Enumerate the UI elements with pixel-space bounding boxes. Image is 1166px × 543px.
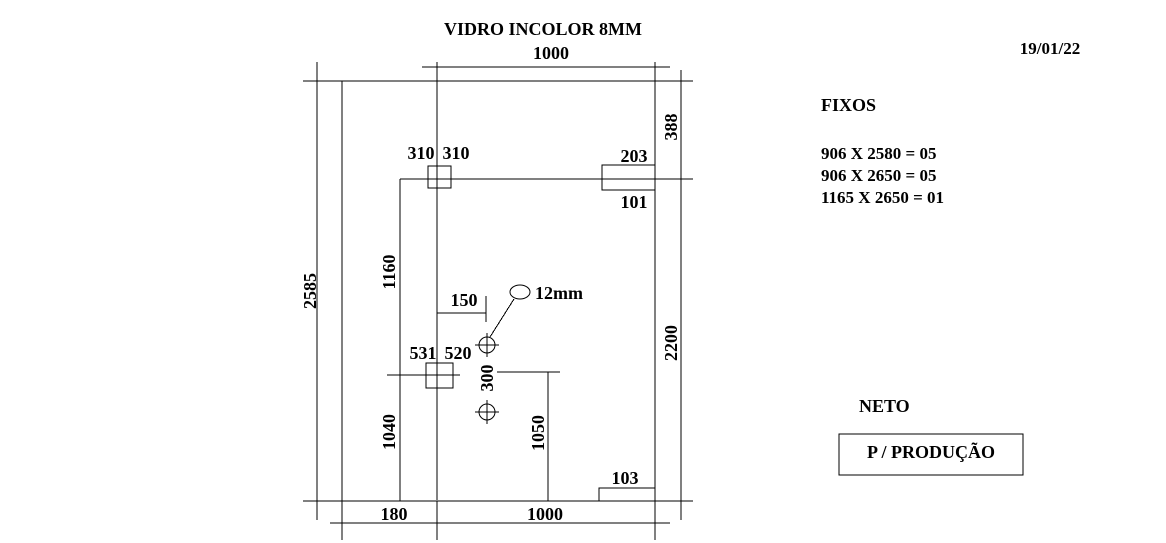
hole-diameter-leader <box>489 298 515 338</box>
right-bottom-label: 2200 <box>661 325 681 361</box>
top-right-notch <box>601 164 656 191</box>
total-height-label: 2585 <box>300 273 320 309</box>
notch-bottom-label: 103 <box>612 468 639 488</box>
status-label: P / PRODUÇÃO <box>867 441 995 462</box>
drawing-title: VIDRO INCOLOR 8MM <box>444 19 642 39</box>
bottom-left-label: 180 <box>381 504 408 524</box>
bottom-right-notch <box>598 487 656 502</box>
fixos-line-3: 1165 X 2650 = 01 <box>821 188 944 207</box>
right-top-label: 388 <box>661 114 681 141</box>
bottom-right-label: 1000 <box>527 504 563 524</box>
hole-offset-label: 150 <box>451 290 478 310</box>
top-width-label: 1000 <box>533 43 569 63</box>
hinge-bottom-right-label: 520 <box>445 343 472 363</box>
drawing-date: 19/01/22 <box>1020 39 1080 58</box>
bottom-hinge-cutout <box>425 362 454 389</box>
fixos-title: FIXOS <box>821 95 876 115</box>
hinge-top-right-label: 310 <box>443 143 470 163</box>
notch-top-lower-label: 101 <box>621 192 648 212</box>
hinge-top-left-label: 310 <box>408 143 435 163</box>
handle-height-label: 1050 <box>528 415 548 451</box>
notch-top-upper-label: 203 <box>621 146 648 166</box>
hole-diameter-label: 12mm <box>535 283 583 303</box>
fixos-line-1: 906 X 2580 = 05 <box>821 144 936 163</box>
client-name: NETO <box>859 396 910 416</box>
status-box <box>838 433 1024 476</box>
fixos-line-2: 906 X 2650 = 05 <box>821 166 936 185</box>
hole-diameter-symbol <box>509 284 531 300</box>
top-hinge-cutout <box>427 165 452 189</box>
hinge-bottom-left-label: 531 <box>410 343 437 363</box>
left-lower-label: 1040 <box>379 414 399 450</box>
left-upper-label: 1160 <box>379 254 399 289</box>
hole-spacing-label: 300 <box>477 365 497 392</box>
glass-panel-outline <box>341 80 656 502</box>
